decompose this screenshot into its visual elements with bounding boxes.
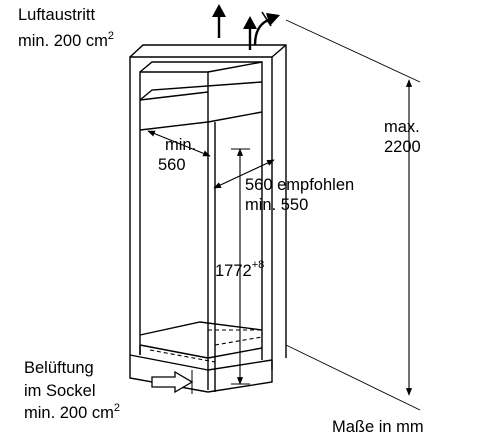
depth-recommended-label: 560 empfohlen <box>245 176 354 194</box>
max-height-word: max. <box>384 118 420 136</box>
width-dimension-line <box>147 130 211 157</box>
air-outlet-label: Luftaustritt <box>18 6 95 24</box>
base-vent-area-exponent: 2 <box>114 402 120 414</box>
base-vent-label-line1: Belüftung <box>24 359 94 377</box>
air-outlet-arrow-curved <box>253 13 280 46</box>
niche-height-label: 1772+8 <box>215 259 264 280</box>
base-vent-label-line2: im Sockel <box>24 382 96 400</box>
depth-dimension-line <box>213 159 275 189</box>
depth-min-label: min. 550 <box>245 196 308 214</box>
niche-height-tolerance: +8 <box>252 259 265 271</box>
max-height-extension-lines <box>285 19 421 411</box>
units-note: Maße in mm <box>332 418 424 436</box>
base-inlet-arrow <box>151 370 194 394</box>
max-height-value: 2200 <box>384 138 421 156</box>
cabinet-frame <box>129 44 287 393</box>
air-outlet-arrow-1 <box>212 4 226 38</box>
niche-height-value: 1772 <box>215 262 252 280</box>
base-vent-area: min. 200 cm2 <box>24 402 120 422</box>
base-vent-area-value: min. 200 cm <box>24 404 114 422</box>
air-outlet-area-value: min. 200 cm <box>18 32 108 50</box>
air-outlet-area-exponent: 2 <box>108 30 114 42</box>
niche-height-dimension-line <box>231 148 250 385</box>
air-outlet-arrow-2 <box>243 16 257 50</box>
vent-grille-icon <box>261 11 272 27</box>
width-min-value: 560 <box>158 156 186 174</box>
air-outlet-area: min. 200 cm2 <box>18 30 114 50</box>
width-min-word: min. <box>165 136 196 154</box>
